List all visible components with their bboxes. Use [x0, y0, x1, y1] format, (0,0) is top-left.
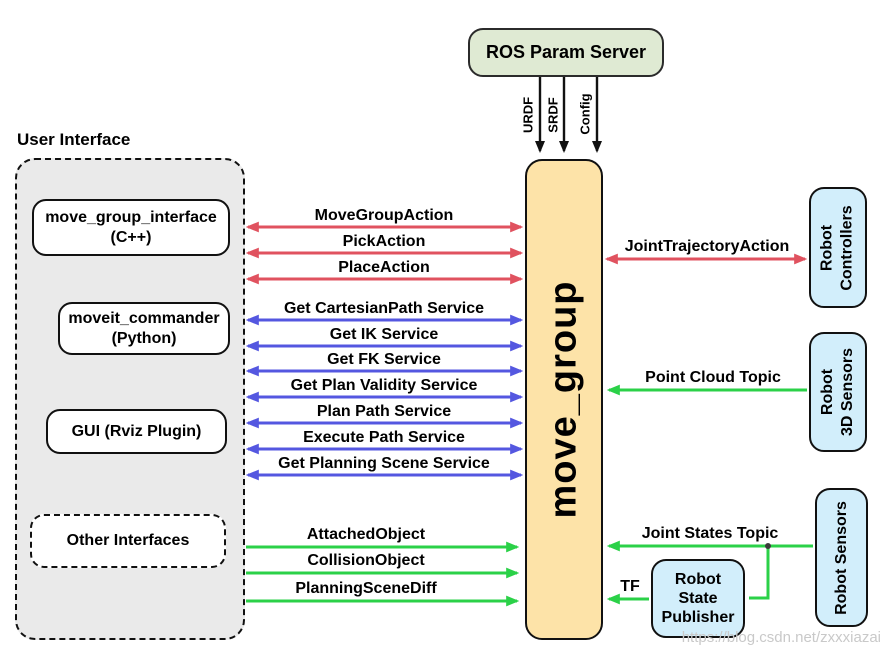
robot-controllers-label: Robot Controllers [818, 205, 858, 290]
gui-rviz-plugin-box: GUI (Rviz Plugin) [46, 409, 227, 454]
collisionobject-label: CollisionObject [307, 552, 425, 569]
movegroupaction-label: MoveGroupAction [314, 207, 454, 224]
ik-service-label: Get IK Service [329, 326, 439, 343]
urdf-label: URDF [520, 96, 536, 134]
point-cloud-topic-label: Point Cloud Topic [645, 369, 781, 386]
robot-3d-sensors-label: Robot 3D Sensors [818, 348, 858, 436]
jointtrajectoryaction-label: JointTrajectoryAction [624, 238, 790, 255]
config-label: Config [577, 93, 593, 135]
robot-state-publisher-line2: State [678, 590, 718, 607]
robot-controllers-line1: Robot [819, 224, 836, 271]
attachedobject-label: AttachedObject [306, 526, 426, 543]
robot-sensors-label: Robot Sensors [832, 501, 852, 615]
pickaction-label: PickAction [342, 233, 426, 250]
robot-sensors-box: Robot Sensors [815, 488, 868, 627]
robot-3d-sensors-line1: Robot [819, 368, 837, 416]
other-interfaces-label: Other Interfaces [66, 532, 190, 549]
move-group-interface-label: move_group_interface [45, 208, 217, 226]
plan-path-service-label: Plan Path Service [316, 403, 452, 420]
moveit-commander-box: moveit_commander (Python) [58, 302, 230, 355]
moveit-commander-label: moveit_commander [68, 309, 220, 327]
robot-state-publisher-box: Robot State Publisher [651, 559, 745, 638]
junction-dot [765, 543, 771, 549]
gui-rviz-plugin-label: GUI (Rviz Plugin) [71, 422, 202, 440]
planning-scene-service-label: Get Planning Scene Service [278, 455, 490, 472]
joint-states-branch-line [749, 546, 770, 600]
robot-state-publisher-line3: Publisher [661, 609, 735, 626]
ros-param-server-box: ROS Param Server [468, 28, 664, 77]
joint-states-topic-label: Joint States Topic [641, 525, 779, 542]
moveit-commander-lang: (Python) [111, 329, 177, 347]
plan-validity-service-label: Get Plan Validity Service [290, 377, 478, 394]
robot-controllers-line2: Controllers [839, 204, 856, 291]
user-interface-title: User Interface [17, 130, 131, 149]
planningscenediff-label: PlanningSceneDiff [295, 580, 437, 597]
ros-param-server-label: ROS Param Server [485, 42, 647, 62]
tf-label: TF [620, 578, 640, 595]
placeaction-label: PlaceAction [338, 259, 430, 276]
robot-sensors-line1: Robot Sensors [832, 500, 850, 615]
move-group-interface-lang: (C++) [110, 228, 152, 246]
move-group-box: move_group [525, 159, 603, 640]
robot-controllers-box: Robot Controllers [809, 187, 867, 308]
other-interfaces-box: Other Interfaces [30, 514, 226, 568]
cartesianpath-service-label: Get CartesianPath Service [283, 300, 485, 317]
execute-path-service-label: Execute Path Service [303, 429, 465, 446]
robot-3d-sensors-line2: 3D Sensors [839, 347, 857, 437]
watermark-text: https://blog.csdn.net/zxxxiazai [681, 629, 881, 646]
robot-3d-sensors-box: Robot 3D Sensors [809, 332, 867, 452]
move-group-label: move_group [542, 280, 585, 519]
robot-state-publisher-line1: Robot [674, 571, 722, 588]
move-group-interface-box: move_group_interface (C++) [32, 199, 230, 256]
fk-service-label: Get FK Service [327, 351, 441, 368]
srdf-label: SRDF [545, 97, 561, 133]
